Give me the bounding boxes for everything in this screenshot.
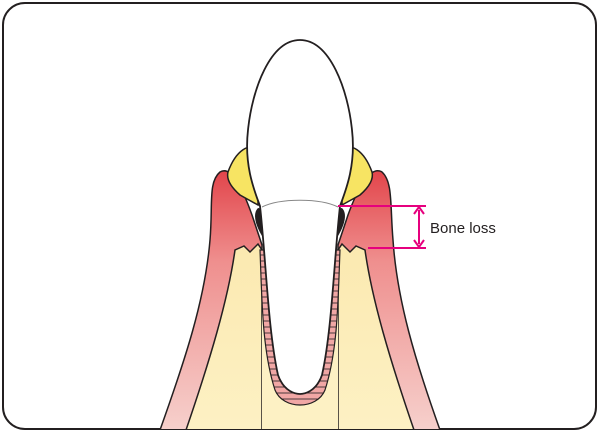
bone-loss-label: Bone loss — [430, 220, 496, 237]
